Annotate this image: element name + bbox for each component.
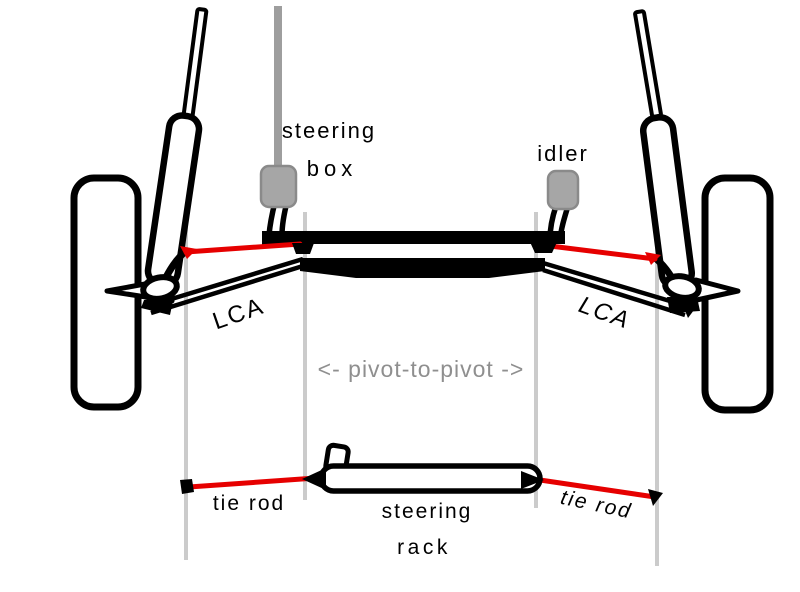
steering-box-icon bbox=[259, 164, 298, 209]
rack-tie-rod-left bbox=[186, 475, 319, 490]
right-strut-body bbox=[639, 114, 696, 290]
rack-tie-rod-end-left bbox=[180, 479, 194, 494]
rack-tip-right bbox=[521, 471, 544, 489]
right-lca-mount bbox=[667, 297, 700, 313]
tie-rod-end-flare-right bbox=[645, 252, 661, 265]
rack-tie-rods bbox=[186, 475, 658, 500]
rack-tip-left bbox=[302, 468, 326, 490]
steering-box-label-line2: box bbox=[307, 156, 357, 181]
left-ball-joint bbox=[140, 274, 180, 302]
idler-label: idler bbox=[537, 141, 589, 166]
pivot-to-pivot-annotation: <- pivot-to-pivot -> bbox=[318, 356, 525, 382]
right-ball-joint bbox=[662, 273, 702, 301]
rack-tie-rod-end-right bbox=[648, 489, 663, 506]
lca-label-left: LCA bbox=[209, 293, 268, 336]
steering-box-label-line1: steering bbox=[282, 118, 376, 143]
crossmember bbox=[300, 258, 545, 278]
tie-rod-upper-right bbox=[539, 242, 658, 262]
tie-rod-end-flare-left bbox=[180, 246, 197, 259]
tie-rod-upper-left bbox=[183, 241, 303, 255]
steering-rack-body bbox=[318, 463, 543, 494]
idler-arm-link bbox=[547, 205, 571, 241]
rack-label-line1: steering bbox=[382, 500, 473, 523]
right-strut-rod bbox=[633, 9, 663, 119]
idler-box-icon bbox=[546, 169, 580, 211]
inner-pivot-nub-left bbox=[292, 243, 314, 254]
inner-pivot-nub-right bbox=[530, 242, 557, 253]
rack-tie-rod-right bbox=[537, 477, 658, 500]
lower-control-arm-left bbox=[150, 256, 304, 316]
tie-rod-label-left: tie rod bbox=[213, 492, 285, 515]
rack-label-line2: rack bbox=[397, 536, 451, 559]
center-link bbox=[278, 231, 565, 244]
lower-control-arm-right bbox=[542, 260, 691, 318]
tie-rods-upper bbox=[183, 241, 658, 262]
left-strut-rod bbox=[181, 7, 209, 119]
